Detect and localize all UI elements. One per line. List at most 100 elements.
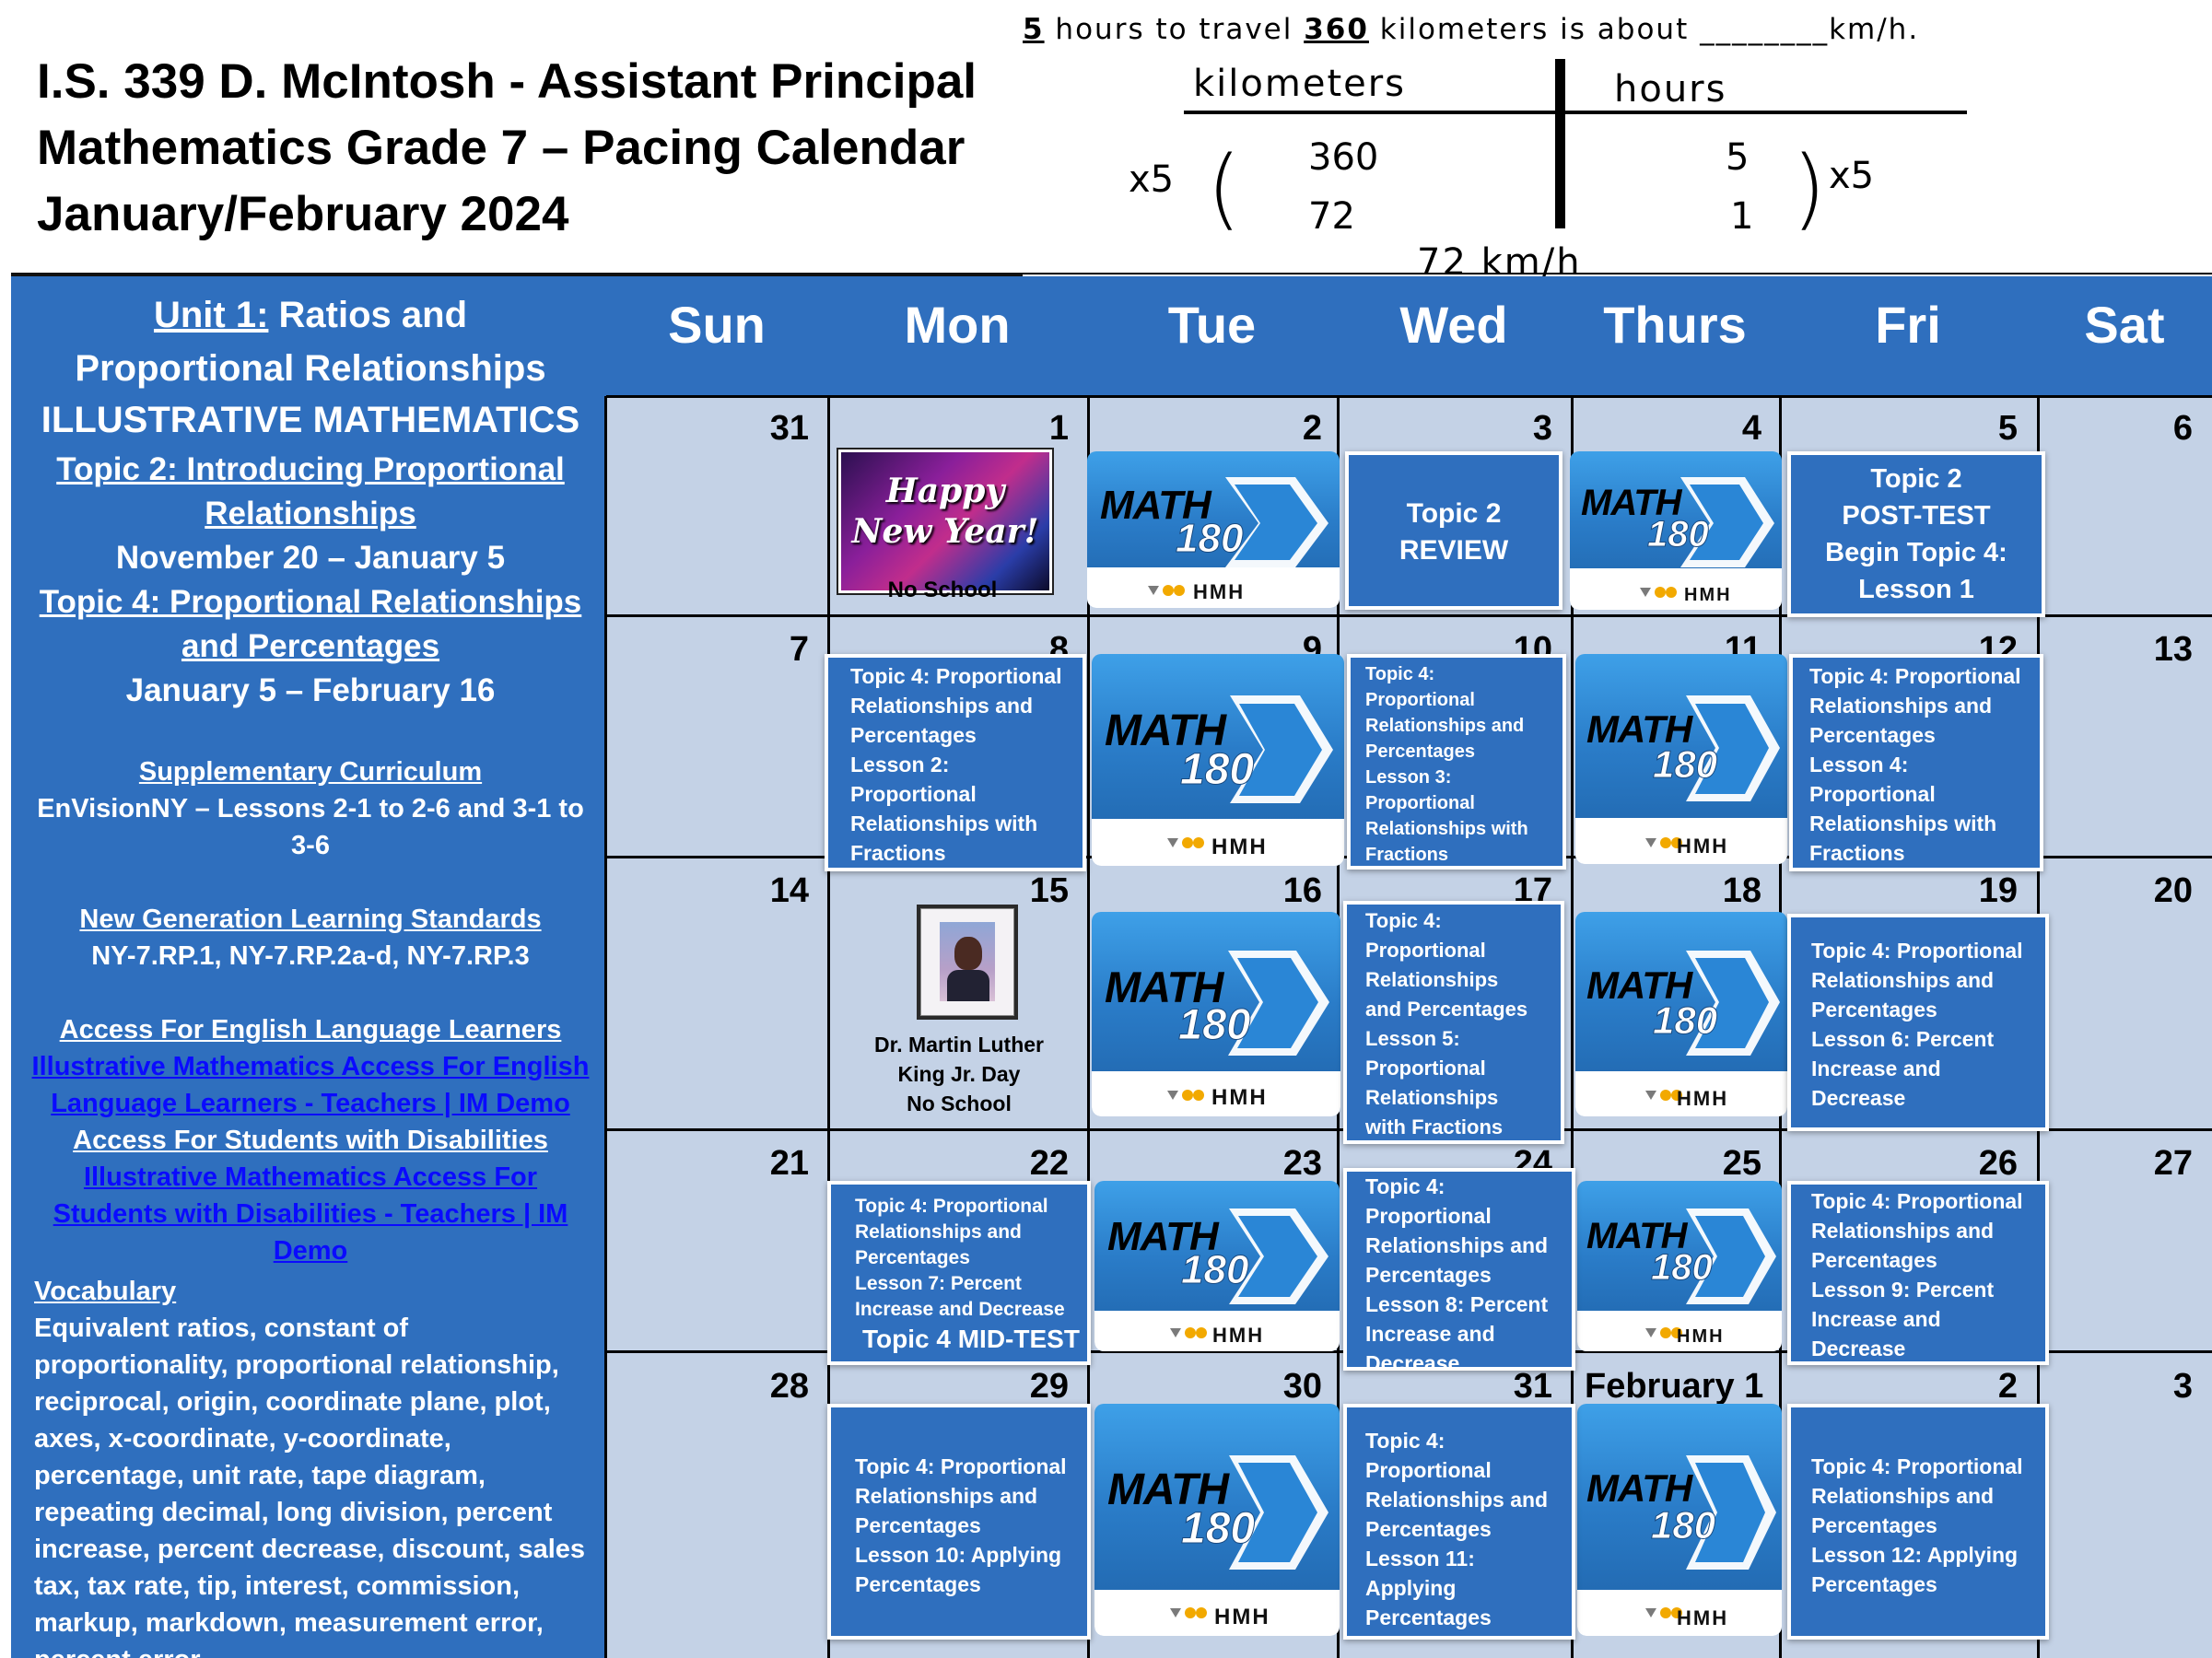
math180-arrow-icon: [1645, 1208, 1776, 1338]
event-jan-26-line: Topic 4: Proportional: [1811, 1189, 2023, 1213]
swd-link-line-1[interactable]: Illustrative Mathematics Access For: [83, 1162, 538, 1192]
unit-title-line-1: Unit 1: Ratios and: [11, 295, 610, 336]
grid-line: [604, 396, 607, 1658]
math180-logo: MATH 180 HMH: [1575, 654, 1787, 864]
math180-number: 180: [1652, 742, 1718, 787]
math180-brand: HMH: [1677, 1326, 1725, 1347]
event-jan-5-line: Topic 2: [1870, 464, 1962, 494]
math180-logo: MATH 180 HMH: [1577, 1404, 1782, 1636]
math180-brand: HMH: [1684, 585, 1732, 605]
event-jan-17: Topic 4: Proportional Relationships and …: [1343, 901, 1564, 1144]
topic4-dates: January 5 – February 16: [125, 672, 496, 708]
topic2-title-a: Topic 2: Introducing Proportional: [56, 451, 565, 487]
math180-number: 180: [1177, 999, 1251, 1049]
event-jan-24-line: Increase and: [1365, 1322, 1495, 1346]
math180-arrow-icon: [1645, 951, 1780, 1101]
example-prompt-km: 360: [1304, 13, 1369, 46]
mlk-portrait-image: [917, 905, 1018, 1020]
date-jan-22: 22: [1029, 1144, 1069, 1183]
left-multiplier: x5: [1129, 158, 1175, 201]
event-jan-10-line: Fractions: [1365, 845, 1449, 865]
math180-brand: HMH: [1211, 1085, 1268, 1110]
event-jan-8: Topic 4: Proportional Relationships and …: [825, 654, 1086, 871]
weekday-wed: Wed: [1399, 296, 1508, 354]
ell-heading: Access For English Language Learners: [59, 1015, 562, 1045]
ell-link[interactable]: Illustrative Mathematics Access For Engl…: [11, 1052, 610, 1082]
math180-brand: HMH: [1193, 580, 1246, 603]
event-jan-26-line: Lesson 9: Percent: [1811, 1278, 1995, 1302]
event-jan-5: Topic 2 POST-TEST Begin Topic 4: Lesson …: [1787, 451, 2045, 617]
date-jan-30: 30: [1282, 1367, 1322, 1406]
event-jan-5-line: Begin Topic 4:: [1825, 538, 2007, 567]
swd-link[interactable]: Illustrative Mathematics Access For: [11, 1162, 610, 1193]
event-jan-29-line: Lesson 10: Applying: [855, 1543, 1062, 1567]
math180-word: MATH: [1586, 1216, 1688, 1256]
vocabulary-heading-text: Vocabulary: [34, 1277, 177, 1306]
column-hours: hours: [1614, 68, 1727, 111]
hours-value-bottom: 1: [1730, 195, 1754, 238]
event-jan-8-line: Relationships and: [850, 694, 1034, 718]
event-jan-10-line: Percentages: [1365, 741, 1475, 762]
event-jan-17-line: Relationships: [1365, 968, 1499, 991]
topic2-title-b: Relationships: [205, 496, 416, 531]
topic4-title-b: and Percentages: [181, 628, 440, 664]
math180-number: 180: [1650, 1503, 1716, 1547]
math180-arrow-icon: [1167, 695, 1333, 848]
date-jan-26: 26: [1978, 1144, 2018, 1183]
math180-logo: MATH 180 HMH: [1575, 912, 1787, 1116]
unit-info-panel: Unit 1: Ratios and Proportional Relation…: [11, 276, 610, 1658]
math180-word: MATH: [1586, 707, 1692, 751]
event-jan-29-line: Percentages: [855, 1572, 981, 1596]
event-jan-26-line: Percentages: [1811, 1248, 1937, 1272]
event-jan-24-line: Topic 4:: [1365, 1174, 1445, 1198]
math180-arrow-icon: [1645, 1455, 1776, 1618]
event-jan-19: Topic 4: Proportional Relationships and …: [1787, 914, 2049, 1131]
swd-link-line-2[interactable]: Students with Disabilities - Teachers | …: [53, 1199, 568, 1229]
swd-link-b[interactable]: Students with Disabilities - Teachers | …: [11, 1199, 610, 1230]
weekday-sat: Sat: [2084, 296, 2165, 354]
math180-brand: HMH: [1677, 1606, 1729, 1629]
math180-number: 180: [1180, 1247, 1249, 1293]
swd-heading: Access For Students with Disabilities: [73, 1126, 548, 1155]
event-jan-8-line: Topic 4: Proportional: [850, 664, 1062, 688]
event-jan-17-line: with Fractions: [1365, 1115, 1504, 1138]
ell-link-line-2[interactable]: Language Learners - Teachers | IM Demo: [51, 1089, 570, 1118]
unit-label: Unit 1:: [153, 295, 269, 335]
math180-number: 180: [1175, 516, 1244, 562]
event-jan-22-line: Increase and Decrease: [855, 1299, 1065, 1320]
math180-arrow-icon: [1167, 951, 1329, 1101]
event-jan-10-line: Lesson 3:: [1365, 767, 1452, 788]
event-jan-22-line: Percentages: [855, 1247, 970, 1268]
event-jan-8-line: Percentages: [850, 723, 977, 747]
example-prompt-end: kilometers is about ________km/h.: [1368, 13, 1920, 46]
ell-link-line-1[interactable]: Illustrative Mathematics Access For Engl…: [31, 1052, 590, 1081]
event-jan-19-line: Topic 4: Proportional: [1811, 939, 2023, 963]
ell-link-b[interactable]: Language Learners - Teachers | IM Demo: [11, 1089, 610, 1119]
event-jan-8-line: Relationships with: [850, 811, 1038, 835]
event-jan-22-line: Lesson 7: Percent: [855, 1273, 1022, 1294]
weekday-fri: Fri: [1875, 296, 1941, 354]
event-jan-22: Topic 4: Proportional Relationships and …: [827, 1181, 1091, 1365]
event-feb-2-line: Percentages: [1811, 1513, 1937, 1537]
event-jan-19-line: Relationships and: [1811, 968, 1995, 992]
event-jan-26-line: Relationships and: [1811, 1219, 1995, 1243]
math180-arrow-icon: [1640, 477, 1774, 598]
swd-link-line-3[interactable]: Demo: [273, 1236, 348, 1266]
grid-line: [827, 396, 830, 1658]
event-jan-19-line: Decrease: [1811, 1086, 1906, 1110]
event-jan-24-line: Percentages: [1365, 1263, 1492, 1287]
event-jan-10-line: Proportional: [1365, 690, 1475, 710]
date-jan-13: 13: [2153, 630, 2193, 669]
km-value-top: 360: [1308, 136, 1379, 179]
swd-link-c[interactable]: Demo: [11, 1236, 610, 1267]
math180-brand: HMH: [1677, 835, 1729, 858]
right-multiplier: x5: [1829, 155, 1875, 197]
event-jan-12-line: Proportional: [1809, 782, 1936, 806]
math180-brand: HMH: [1212, 1324, 1265, 1347]
supplementary-text-a: EnVisionNY – Lessons 2-1 to 2-6 and 3-1 …: [37, 794, 584, 823]
math180-number: 180: [1180, 1504, 1256, 1554]
happy-new-year-image: Happy New Year!: [838, 450, 1052, 593]
weekday-sun: Sun: [668, 296, 766, 354]
math180-logo: MATH 180 HMH: [1092, 654, 1344, 866]
event-jan-12: Topic 4: Proportional Relationships and …: [1789, 654, 2043, 871]
